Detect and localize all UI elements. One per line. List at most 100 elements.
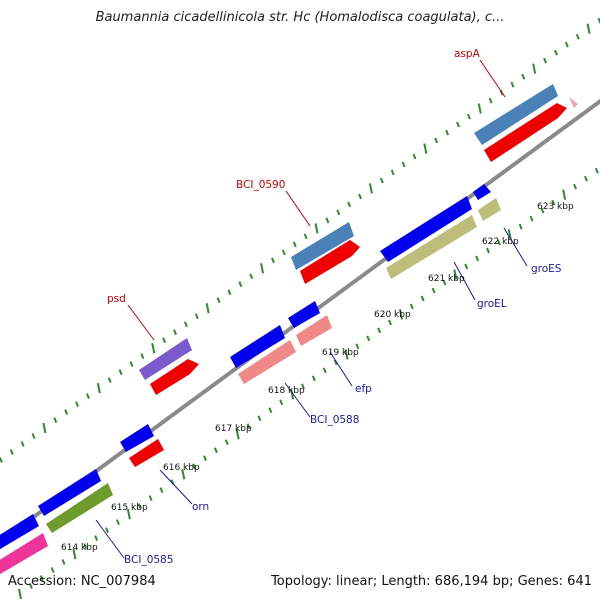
gene-psd-lane2[interactable] bbox=[150, 359, 199, 395]
gene-label-aspA[interactable]: aspA bbox=[454, 48, 481, 60]
gene-BCI_0588-lane2[interactable] bbox=[238, 340, 296, 384]
minor-tick bbox=[445, 129, 450, 136]
major-tick bbox=[126, 508, 131, 520]
tick-labels: 614 kbp 615 kbp 616 kbp 617 kbp 618 kbp … bbox=[61, 202, 574, 553]
minor-tick bbox=[28, 583, 33, 589]
minor-tick bbox=[510, 81, 515, 88]
gene-groES-lane2[interactable] bbox=[478, 198, 501, 221]
major-tick bbox=[344, 349, 349, 360]
gene-label-efp[interactable]: efp bbox=[355, 383, 372, 395]
gene-features[interactable] bbox=[0, 84, 578, 580]
gene-label-psd[interactable]: psd bbox=[107, 293, 126, 305]
minor-tick bbox=[594, 167, 599, 174]
major-tick bbox=[96, 382, 101, 394]
minor-tick bbox=[311, 375, 316, 382]
minor-tick bbox=[9, 449, 14, 455]
gene-psd-lane1[interactable] bbox=[139, 338, 192, 380]
gene-label-BCI_0590[interactable]: BCI_0590 bbox=[236, 179, 285, 191]
gene-aspA-lane1[interactable] bbox=[474, 84, 558, 145]
minor-tick bbox=[53, 417, 58, 423]
major-tick bbox=[368, 183, 373, 194]
minor-tick bbox=[540, 207, 545, 214]
gene-BCI_0590-lane2[interactable] bbox=[300, 240, 360, 284]
minor-tick bbox=[129, 361, 134, 368]
gene-orn-lane2[interactable] bbox=[129, 439, 164, 467]
minor-tick bbox=[249, 273, 254, 280]
gene-orn-lane1[interactable] bbox=[120, 424, 154, 452]
tick-label: 623 kbp bbox=[537, 202, 574, 212]
minor-tick bbox=[61, 559, 66, 565]
major-tick bbox=[42, 422, 47, 434]
gene-groEL-lane2[interactable] bbox=[386, 215, 477, 279]
map-title: Baumannia cicadellinicola str. Hc (Homal… bbox=[95, 10, 505, 25]
minor-tick bbox=[246, 423, 251, 430]
minor-tick bbox=[336, 209, 341, 216]
major-tick bbox=[72, 548, 77, 560]
minor-tick bbox=[486, 247, 490, 254]
minor-tick bbox=[159, 487, 164, 494]
gene-efp-lane2[interactable] bbox=[296, 315, 332, 346]
minor-tick bbox=[379, 177, 384, 184]
major-tick bbox=[562, 189, 567, 200]
gene-aspA-marker[interactable] bbox=[569, 97, 578, 108]
minor-tick bbox=[118, 369, 123, 376]
leader-lines bbox=[95, 59, 528, 559]
tick-label: 618 kbp bbox=[268, 386, 305, 396]
major-tick bbox=[314, 223, 319, 234]
minor-tick bbox=[466, 113, 471, 120]
minor-tick bbox=[203, 455, 207, 462]
gene-left-magenta-lane2[interactable] bbox=[0, 533, 48, 580]
minor-tick bbox=[20, 441, 25, 447]
gene-label-orn[interactable]: orn bbox=[192, 501, 209, 513]
gene-BCI_0588-lane1[interactable] bbox=[230, 325, 285, 368]
gene-label-groEL[interactable]: groEL bbox=[477, 298, 507, 310]
minor-tick bbox=[94, 535, 99, 541]
tick-label: 620 kbp bbox=[374, 310, 411, 320]
minor-tick bbox=[420, 295, 425, 302]
tick-label: 622 kbp bbox=[482, 237, 519, 247]
minor-tick bbox=[358, 193, 362, 200]
tick-label: 621 kbp bbox=[428, 274, 465, 284]
minor-tick bbox=[50, 567, 55, 573]
minor-tick bbox=[431, 287, 436, 294]
gene-groES-lane1[interactable] bbox=[473, 184, 491, 200]
minor-tick bbox=[325, 217, 330, 224]
minor-tick bbox=[301, 383, 305, 390]
minor-tick bbox=[518, 223, 523, 230]
gene-label-groES[interactable]: groES bbox=[531, 263, 562, 275]
gene-label-BCI_0588[interactable]: BCI_0588 bbox=[310, 414, 359, 426]
minor-tick bbox=[401, 161, 406, 168]
gene-label-BCI_0585[interactable]: BCI_0585 bbox=[124, 554, 173, 566]
minor-tick bbox=[216, 297, 221, 304]
minor-tick bbox=[238, 281, 243, 288]
gene-aspA-lane2[interactable] bbox=[484, 103, 567, 162]
minor-tick bbox=[322, 367, 327, 374]
minor-tick bbox=[279, 399, 284, 406]
tick-row-upper bbox=[0, 17, 600, 463]
minor-tick bbox=[554, 49, 558, 56]
minor-tick bbox=[366, 335, 371, 342]
major-tick bbox=[235, 429, 240, 440]
minor-tick bbox=[183, 321, 188, 328]
gene-efp-lane1[interactable] bbox=[288, 301, 320, 328]
minor-tick bbox=[162, 337, 167, 344]
minor-tick bbox=[137, 503, 142, 510]
gene-left-blue-lane1[interactable] bbox=[0, 514, 39, 555]
gene-groEL-lane1[interactable] bbox=[380, 196, 472, 262]
major-tick bbox=[532, 63, 537, 74]
tick-row-lower bbox=[18, 167, 599, 600]
minor-tick bbox=[224, 439, 229, 446]
minor-tick bbox=[355, 343, 360, 350]
minor-tick bbox=[227, 289, 232, 296]
minor-tick bbox=[584, 175, 588, 182]
gene-BCI_0585-lane2[interactable] bbox=[46, 483, 113, 533]
major-tick bbox=[260, 263, 265, 274]
gene-labels[interactable]: aspA BCI_0590 psd groES groEL efp BCI_05… bbox=[107, 48, 562, 566]
accession-text: Accession: NC_007984 bbox=[8, 574, 156, 589]
gene-BCI_0590-lane1[interactable] bbox=[291, 222, 354, 270]
major-tick bbox=[586, 23, 591, 34]
gene-lower-blue-lane1[interactable] bbox=[38, 469, 101, 516]
major-tick bbox=[423, 143, 428, 154]
